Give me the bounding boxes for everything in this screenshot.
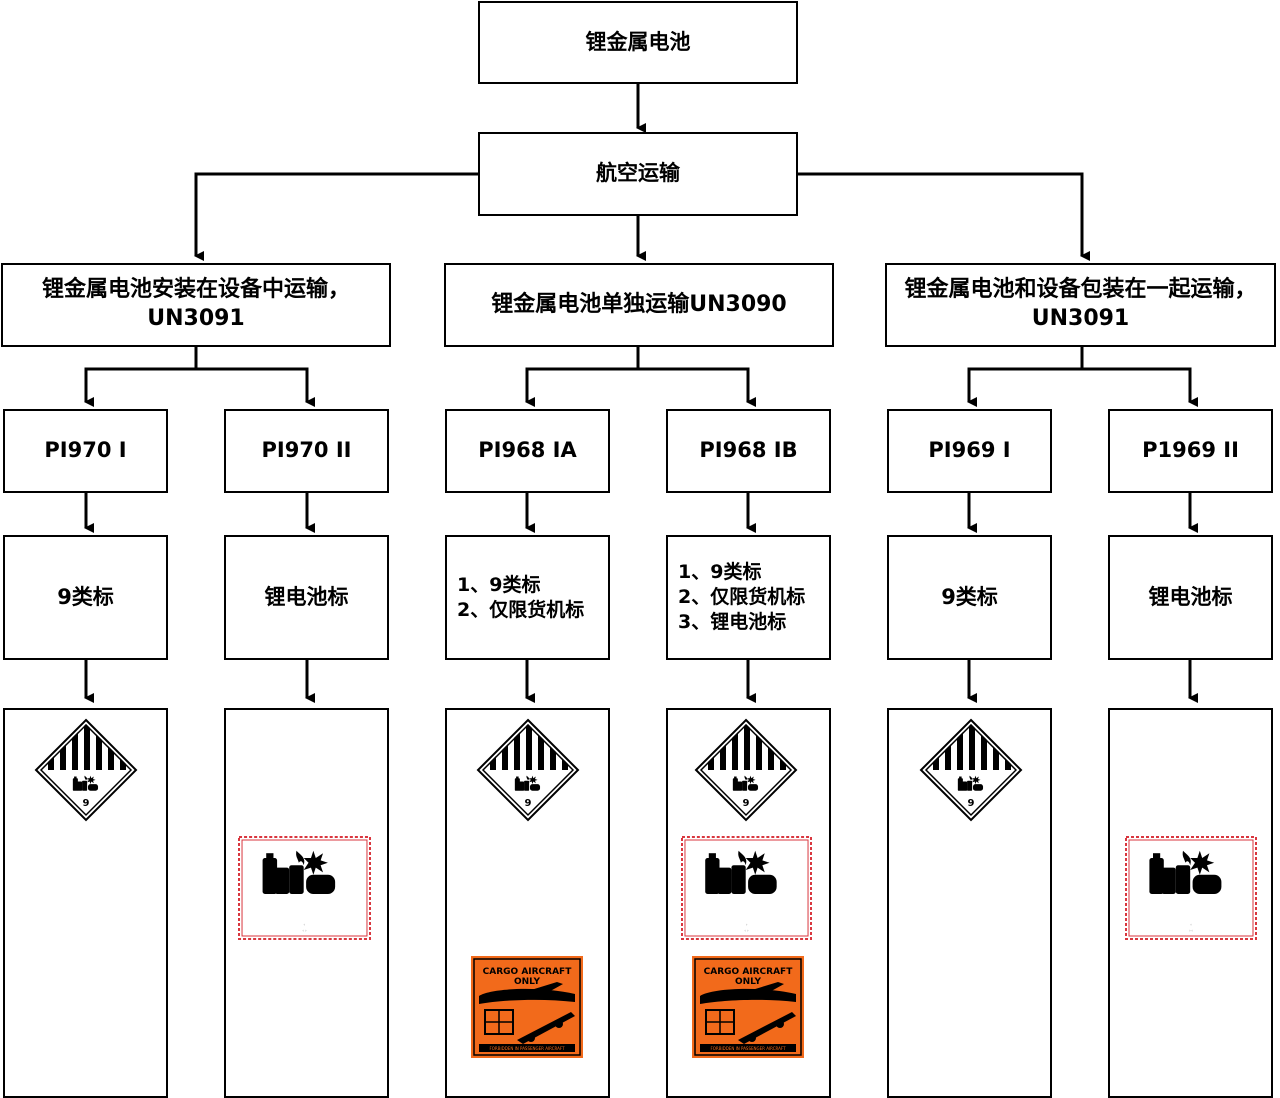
lithium-battery-icon: ◦◦◦: [238, 836, 371, 940]
instruction-code: PI970 II: [261, 438, 352, 463]
arrow-branch2-to-pi968ib: [638, 367, 756, 407]
arrow-branch3-to-pi969i: [967, 347, 1084, 407]
svg-text:◦: ◦: [745, 922, 747, 927]
arrow-branch3-to-p1969ii: [1082, 367, 1198, 407]
arrow-branch2-to-pi968ia: [525, 347, 640, 407]
lithium-battery-icon: ◦◦◦: [681, 836, 812, 940]
class-9-number: 9: [968, 798, 975, 809]
instruction-node: PI970 II: [224, 409, 389, 493]
requirement-node: 9类标: [887, 535, 1052, 660]
instruction-node: PI969 I: [887, 409, 1052, 493]
branch-label: 锂金属电池和设备包装在一起运输， UN3091: [904, 277, 1257, 331]
arrow-branch1-to-pi970ii: [196, 367, 315, 407]
branch-node-in-equipment: 锂金属电池安装在设备中运输， UN3091: [1, 263, 391, 347]
class-9-diamond-icon: 9: [919, 718, 1023, 822]
arrow-mode-to-branch-3: [798, 172, 1090, 261]
instruction-node: PI970 I: [3, 409, 168, 493]
instruction-code: PI969 I: [928, 438, 1011, 463]
requirement-node: 1、9类标 2、仅限货机标: [445, 535, 610, 660]
instruction-node: PI968 IB: [666, 409, 831, 493]
svg-text:ONLY: ONLY: [514, 977, 541, 987]
class-9-diamond-icon: 9: [694, 718, 798, 822]
class-9-number: 9: [743, 798, 750, 809]
class-9-hazard-label: 9: [34, 718, 138, 822]
branch-label: 锂金属电池单独运输UN3090: [491, 291, 787, 317]
svg-text:◦: ◦: [1190, 922, 1192, 927]
class-9-diamond-icon: 9: [34, 718, 138, 822]
instruction-code: P1969 II: [1142, 438, 1239, 463]
instruction-code: PI970 I: [44, 438, 127, 463]
transport-mode-node: 航空运输: [478, 132, 798, 216]
requirement-text: 锂电池标: [1148, 584, 1233, 609]
requirement-node: 锂电池标: [1108, 535, 1273, 660]
arrow-branch1-to-pi970i: [84, 347, 198, 407]
svg-text:◦: ◦: [303, 922, 305, 927]
svg-text:◦◦: ◦◦: [302, 928, 307, 933]
requirement-text: 锂电池标: [264, 584, 349, 609]
class-9-number: 9: [525, 798, 532, 809]
instruction-node: P1969 II: [1108, 409, 1273, 493]
svg-text:CARGO AIRCRAFT: CARGO AIRCRAFT: [483, 967, 573, 977]
branch-node-standalone: 锂金属电池单独运输UN3090: [444, 263, 834, 347]
svg-text:FORBIDDEN IN PASSENGER AIRCRAF: FORBIDDEN IN PASSENGER AIRCRAFT: [710, 1046, 786, 1051]
class-9-number: 9: [83, 798, 90, 809]
instruction-node: PI968 IA: [445, 409, 610, 493]
svg-text:CARGO AIRCRAFT: CARGO AIRCRAFT: [704, 967, 794, 977]
arrow-mode-to-branch-1: [194, 172, 478, 261]
requirement-text: 1、9类标 2、仅限货机标: [457, 573, 585, 621]
instruction-code: PI968 IA: [478, 438, 577, 463]
instruction-code: PI968 IB: [699, 438, 798, 463]
svg-text:FORBIDDEN IN PASSENGER AIRCRAF: FORBIDDEN IN PASSENGER AIRCRAFT: [489, 1046, 565, 1051]
lithium-battery-mark-label: ◦◦◦: [238, 836, 371, 940]
lithium-battery-mark-label: ◦◦◦: [1125, 836, 1257, 940]
branch-node-packed-with-equipment: 锂金属电池和设备包装在一起运输， UN3091: [885, 263, 1276, 347]
transport-mode-label: 航空运输: [596, 161, 680, 186]
class-9-hazard-label: 9: [694, 718, 798, 822]
root-label: 锂金属电池: [585, 29, 691, 54]
branch-label: 锂金属电池安装在设备中运输， UN3091: [41, 277, 350, 331]
class-9-hazard-label: 9: [919, 718, 1023, 822]
requirement-text: 1、9类标 2、仅限货机标 3、锂电池标: [678, 561, 806, 633]
requirement-node: 9类标: [3, 535, 168, 660]
requirement-node: 锂电池标: [224, 535, 389, 660]
lithium-battery-icon: ◦◦◦: [1125, 836, 1257, 940]
class-9-hazard-label: 9: [476, 718, 580, 822]
class-9-diamond-icon: 9: [476, 718, 580, 822]
requirement-node: 1、9类标 2、仅限货机标 3、锂电池标: [666, 535, 831, 660]
svg-text:◦◦: ◦◦: [744, 928, 749, 933]
svg-text:◦◦: ◦◦: [1189, 928, 1194, 933]
requirement-text: 9类标: [57, 584, 114, 609]
svg-text:ONLY: ONLY: [735, 977, 762, 987]
requirement-text: 9类标: [941, 584, 998, 609]
lithium-battery-mark-label: ◦◦◦: [681, 836, 812, 940]
root-node: 锂金属电池: [478, 1, 798, 84]
